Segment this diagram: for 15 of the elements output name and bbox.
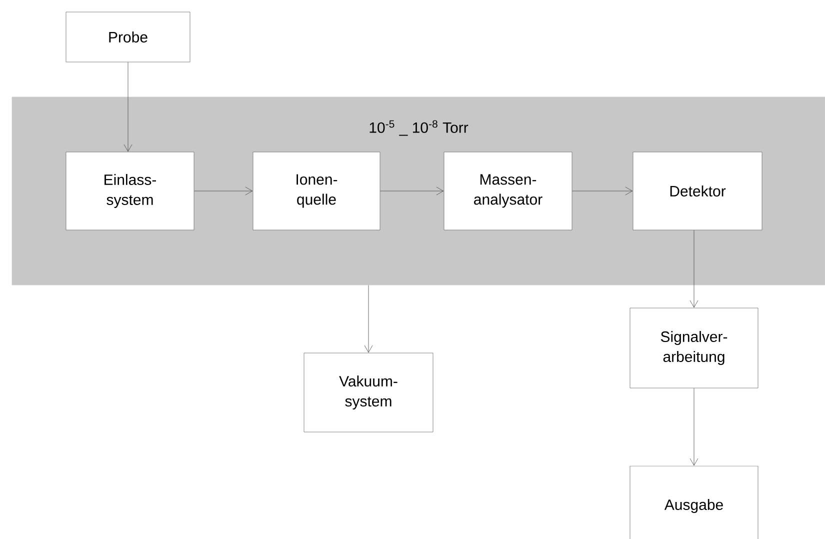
arrow [690, 388, 698, 466]
process-box: Ionen- quelle [252, 152, 380, 230]
process-box: Probe [66, 12, 190, 62]
process-box: Einlass- system [66, 152, 194, 230]
process-box: Massen- analysator [444, 152, 572, 230]
process-box: Signalver- arbeitung [630, 308, 758, 388]
process-box: Vakuum- system [304, 352, 434, 432]
arrow [124, 62, 132, 152]
process-box: Ausgabe [630, 466, 758, 539]
arrow [572, 186, 633, 196]
arrow [690, 230, 698, 308]
arrow [194, 186, 253, 196]
arrow [364, 285, 373, 353]
arrow [380, 186, 444, 196]
process-box: Detektor [632, 152, 762, 230]
